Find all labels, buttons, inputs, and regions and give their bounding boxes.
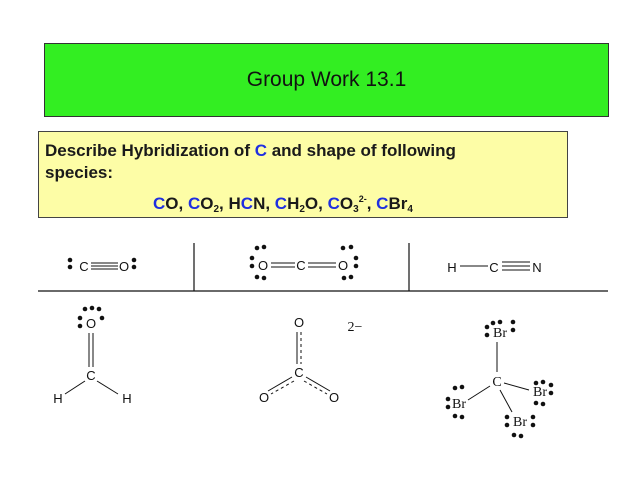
co2-carbon: C bbox=[296, 258, 305, 273]
formula-text: C bbox=[327, 194, 340, 213]
species-separator: , bbox=[219, 194, 229, 213]
co3-charge: 2− bbox=[348, 320, 363, 335]
formula-subscript: 4 bbox=[407, 204, 413, 215]
formula-text: C bbox=[274, 194, 288, 213]
question-prefix: Describe Hybridization of bbox=[45, 141, 255, 160]
ch2o-carbon: C bbox=[86, 368, 95, 383]
species-separator: , bbox=[265, 194, 275, 213]
cbr4-bromine-top: Br bbox=[493, 326, 507, 341]
structure-hcn: H C N bbox=[447, 260, 541, 275]
formula-text: N bbox=[253, 194, 266, 213]
formula-text: H bbox=[228, 194, 241, 213]
title-banner: Group Work 13.1 bbox=[44, 43, 609, 117]
formula-text: Br bbox=[388, 194, 408, 213]
formula-subscript: 2 bbox=[213, 204, 220, 215]
formula-subscript: 2 bbox=[299, 204, 305, 215]
formula-text: C bbox=[376, 194, 389, 213]
species-separator: , bbox=[366, 194, 377, 213]
structure-co2: O C O bbox=[249, 244, 359, 281]
species-formula: HCN bbox=[229, 194, 266, 213]
formula-text: C bbox=[240, 194, 254, 213]
species-separator: , bbox=[178, 194, 188, 213]
formula-text: O bbox=[304, 194, 319, 213]
formula-text: O bbox=[339, 194, 354, 213]
co3-oxygen-left: O bbox=[259, 390, 269, 405]
species-formula: CBr4 bbox=[376, 194, 413, 215]
formula-text: O bbox=[200, 194, 214, 213]
species-separator: , bbox=[318, 194, 328, 213]
formula-text: H bbox=[287, 194, 300, 213]
species-list: CO, CO2, HCN, CH2O, CO32-, CBr4 bbox=[45, 188, 557, 221]
ch2o-hydrogen-left: H bbox=[53, 391, 62, 406]
cbr4-carbon: C bbox=[492, 375, 501, 390]
co3-oxygen-right: O bbox=[329, 390, 339, 405]
structure-ch2o: O C H H bbox=[53, 305, 132, 406]
hcn-carbon: C bbox=[489, 260, 498, 275]
cbr4-bromine-left: Br bbox=[452, 397, 466, 412]
co-carbon: C bbox=[79, 259, 88, 274]
ch2o-hydrogen-right: H bbox=[122, 391, 131, 406]
question-box: Describe Hybridization of C and shape of… bbox=[38, 131, 568, 218]
question-accent: C bbox=[254, 141, 267, 160]
ch2o-oxygen: O bbox=[86, 316, 96, 331]
co3-carbon: C bbox=[294, 365, 303, 380]
question-suffix: and shape of following bbox=[266, 141, 456, 160]
formula-text: O bbox=[165, 194, 179, 213]
species-formula: CH2O bbox=[274, 194, 319, 215]
co-oxygen: O bbox=[119, 259, 129, 274]
hcn-nitrogen: N bbox=[532, 260, 541, 275]
species-formula: CO2 bbox=[187, 194, 220, 215]
structure-co3: O C O O 2− bbox=[259, 315, 363, 405]
co2-oxygen-left: O bbox=[258, 258, 268, 273]
formula-superscript: 2- bbox=[358, 194, 367, 204]
co3-oxygen-top: O bbox=[294, 315, 304, 330]
structure-co: C O bbox=[67, 257, 137, 274]
formula-text: C bbox=[187, 194, 201, 213]
species-formula: CO bbox=[153, 194, 179, 213]
question-line-1: Describe Hybridization of C and shape of… bbox=[45, 140, 557, 162]
structure-cbr4: Br C Br Br Br bbox=[445, 319, 554, 439]
formula-text: C bbox=[153, 194, 166, 213]
hcn-hydrogen: H bbox=[447, 260, 456, 275]
slide-title: Group Work 13.1 bbox=[246, 68, 407, 91]
cbr4-bromine-bottom: Br bbox=[513, 415, 527, 430]
formula-subscript: 3 bbox=[353, 204, 359, 215]
co2-oxygen-right: O bbox=[338, 258, 348, 273]
question-line-2: species: bbox=[45, 163, 114, 182]
cbr4-bromine-right: Br bbox=[533, 385, 547, 400]
species-formula: CO32- bbox=[327, 194, 367, 215]
